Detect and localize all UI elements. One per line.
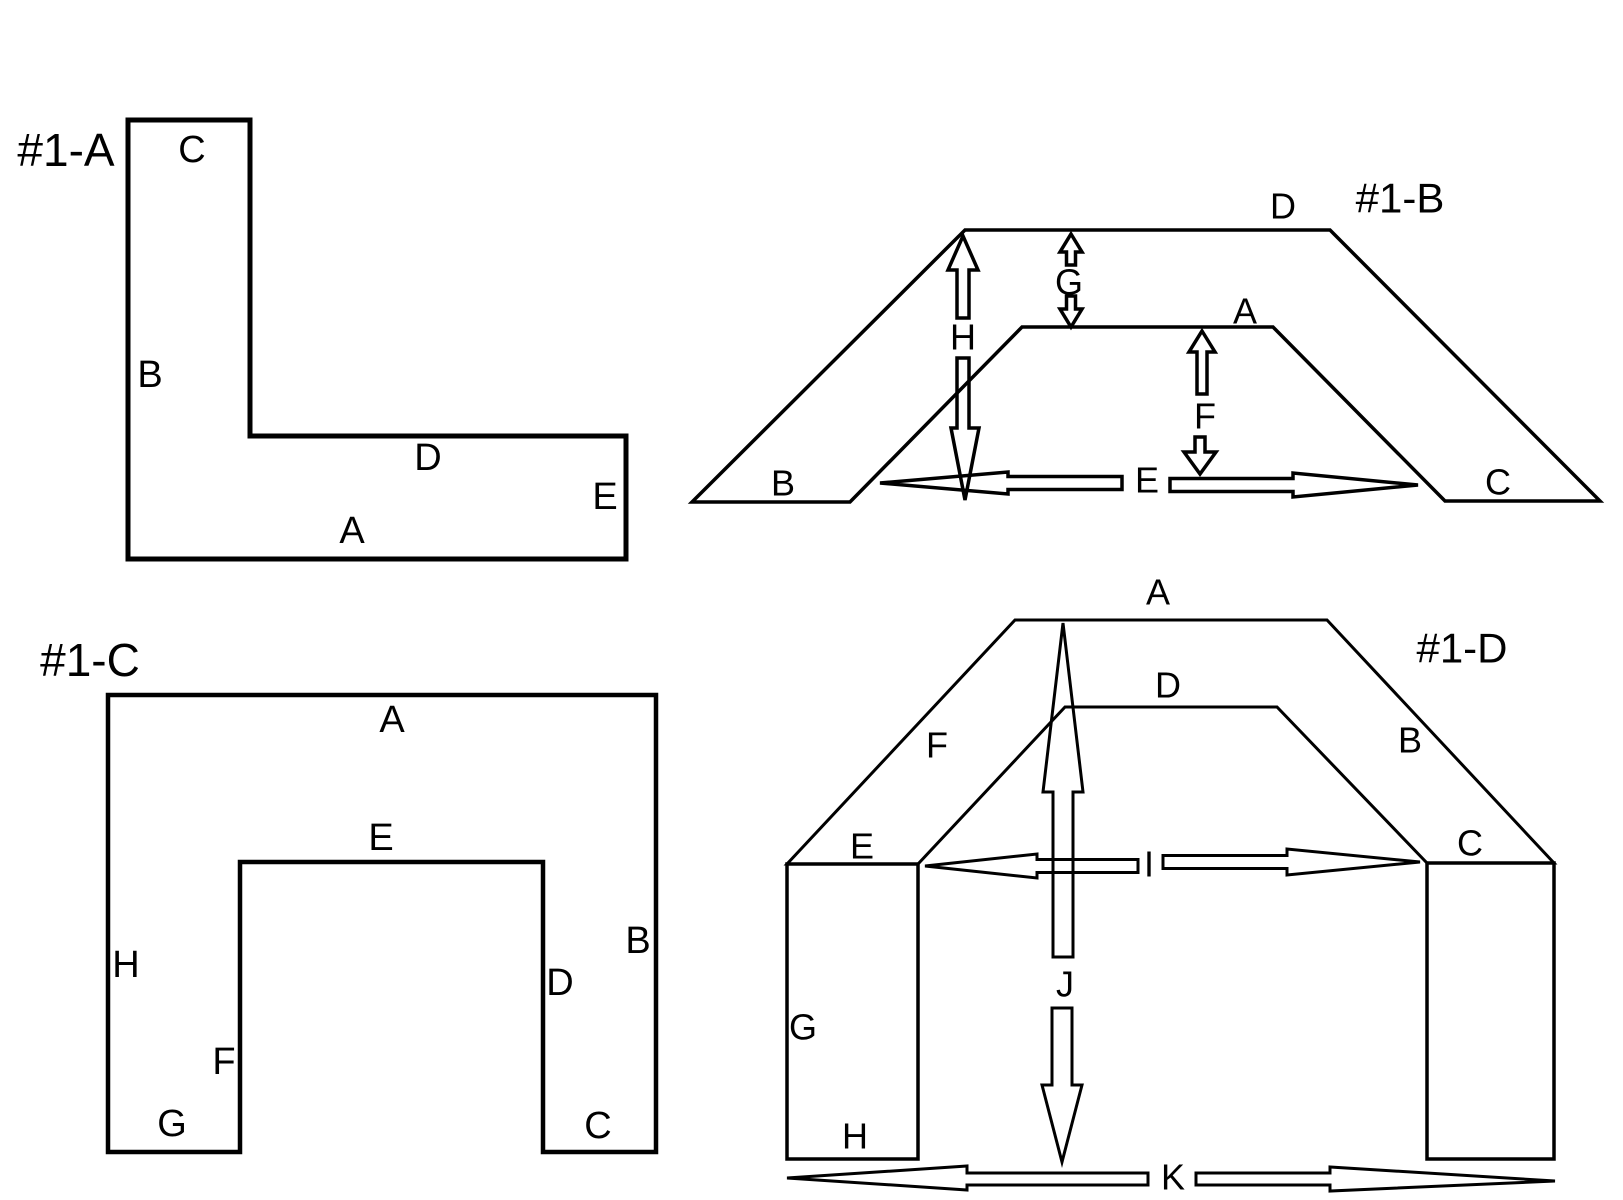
label-side-d: D — [414, 437, 441, 479]
label-dim-e: E — [1135, 460, 1159, 501]
i-left-arrow-icon — [924, 852, 1140, 880]
e-right-arrow-icon — [1168, 471, 1419, 499]
g-down-arrow-icon — [1056, 294, 1086, 331]
label-dim-i: I — [1144, 844, 1154, 885]
label-dim-j: J — [1056, 964, 1074, 1005]
figure-1a-title: #1-A — [17, 124, 114, 176]
right-leg-rect — [1425, 861, 1556, 1161]
label-side-g: G — [157, 1103, 187, 1145]
label-side-c: C — [178, 129, 205, 171]
figure-1b-title: #1-B — [1356, 175, 1445, 222]
arch-outline — [105, 692, 659, 1155]
label-side-b: B — [137, 354, 162, 396]
label-side-e: E — [850, 826, 874, 867]
label-side-d: D — [1270, 186, 1296, 227]
label-side-a: A — [339, 510, 365, 552]
j-up-arrow-icon — [1041, 622, 1085, 959]
label-side-f: F — [212, 1041, 235, 1083]
label-side-a: A — [379, 699, 405, 741]
j-down-arrow-icon — [1040, 1006, 1084, 1168]
figure-1d: #1-D A D F B E C G H J I K — [783, 572, 1558, 1198]
figure-1a: #1-A C B D E A — [17, 117, 629, 562]
e-left-arrow-icon — [879, 470, 1124, 496]
trapezoid-band-outline — [687, 228, 1605, 504]
g-up-arrow-icon — [1056, 230, 1086, 267]
figure-1c-title: #1-C — [40, 634, 140, 686]
label-dim-h: H — [950, 317, 976, 358]
figure-1b: #1-B D A B C H G F E — [687, 175, 1605, 504]
label-side-f: F — [926, 725, 948, 766]
label-side-b: B — [1398, 720, 1422, 761]
label-side-c: C — [1485, 462, 1511, 503]
label-side-b: B — [771, 463, 795, 504]
figure-1c: #1-C A E H B D F G C — [40, 634, 659, 1155]
l-shape-outline — [125, 117, 629, 562]
label-side-e: E — [592, 476, 617, 518]
label-side-d: D — [546, 962, 573, 1004]
label-side-g: G — [789, 1007, 817, 1048]
k-right-arrow-icon — [1194, 1165, 1556, 1193]
figure-1d-title: #1-D — [1416, 625, 1507, 672]
label-side-b: B — [625, 920, 650, 962]
label-side-a: A — [1233, 291, 1257, 332]
label-dim-k: K — [1161, 1157, 1185, 1198]
h-up-arrow-icon — [945, 231, 981, 320]
label-side-e: E — [368, 817, 393, 859]
h-down-arrow-icon — [948, 356, 982, 501]
label-side-h: H — [112, 944, 139, 986]
label-side-c: C — [1457, 823, 1483, 864]
label-side-a: A — [1146, 572, 1170, 613]
left-leg-rect — [785, 862, 920, 1161]
label-side-d: D — [1155, 665, 1181, 706]
k-left-arrow-icon — [786, 1164, 1150, 1192]
label-side-h: H — [842, 1116, 868, 1157]
f-down-arrow-icon — [1180, 435, 1220, 477]
label-side-c: C — [584, 1105, 611, 1147]
label-dim-f: F — [1194, 396, 1216, 437]
i-right-arrow-icon — [1161, 847, 1421, 877]
f-up-arrow-icon — [1185, 327, 1219, 396]
